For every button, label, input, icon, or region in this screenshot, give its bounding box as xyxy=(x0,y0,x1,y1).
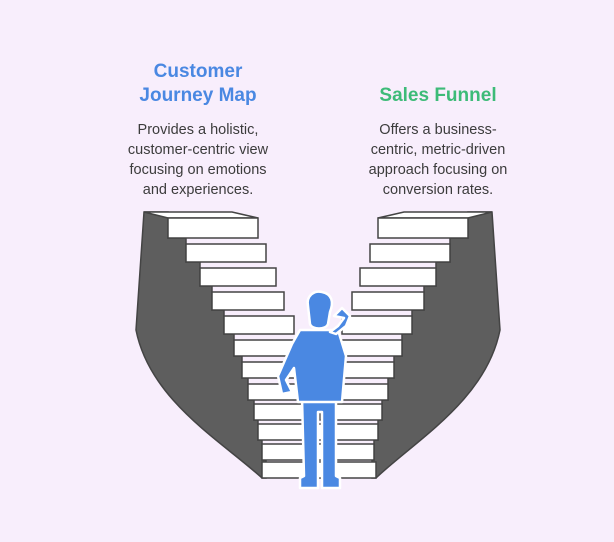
left-step xyxy=(185,243,267,263)
left-step xyxy=(211,291,285,311)
person-raised-arm xyxy=(328,306,352,336)
right-step xyxy=(369,243,451,263)
right-staircase xyxy=(313,211,501,479)
left-step xyxy=(199,267,277,287)
left-step xyxy=(223,315,295,335)
customer-journey-map-title: Customer Journey Map xyxy=(139,61,257,106)
sales-funnel-description: Offers a business- centric, metric-drive… xyxy=(368,122,508,198)
sales-funnel-title: Sales Funnel xyxy=(379,85,497,106)
right-step xyxy=(341,315,413,335)
right-steps xyxy=(313,211,493,479)
right-step xyxy=(359,267,437,287)
person-thinking-icon xyxy=(276,290,352,490)
right-step xyxy=(351,291,425,311)
left-staircase xyxy=(135,211,323,479)
person-head xyxy=(306,290,334,330)
customer-journey-map-description: Provides a holistic, customer-centric vi… xyxy=(127,122,269,198)
left-steps xyxy=(143,211,323,479)
left-step xyxy=(167,217,259,239)
right-step xyxy=(377,217,469,239)
person-torso xyxy=(276,328,348,404)
person-legs xyxy=(298,396,342,490)
